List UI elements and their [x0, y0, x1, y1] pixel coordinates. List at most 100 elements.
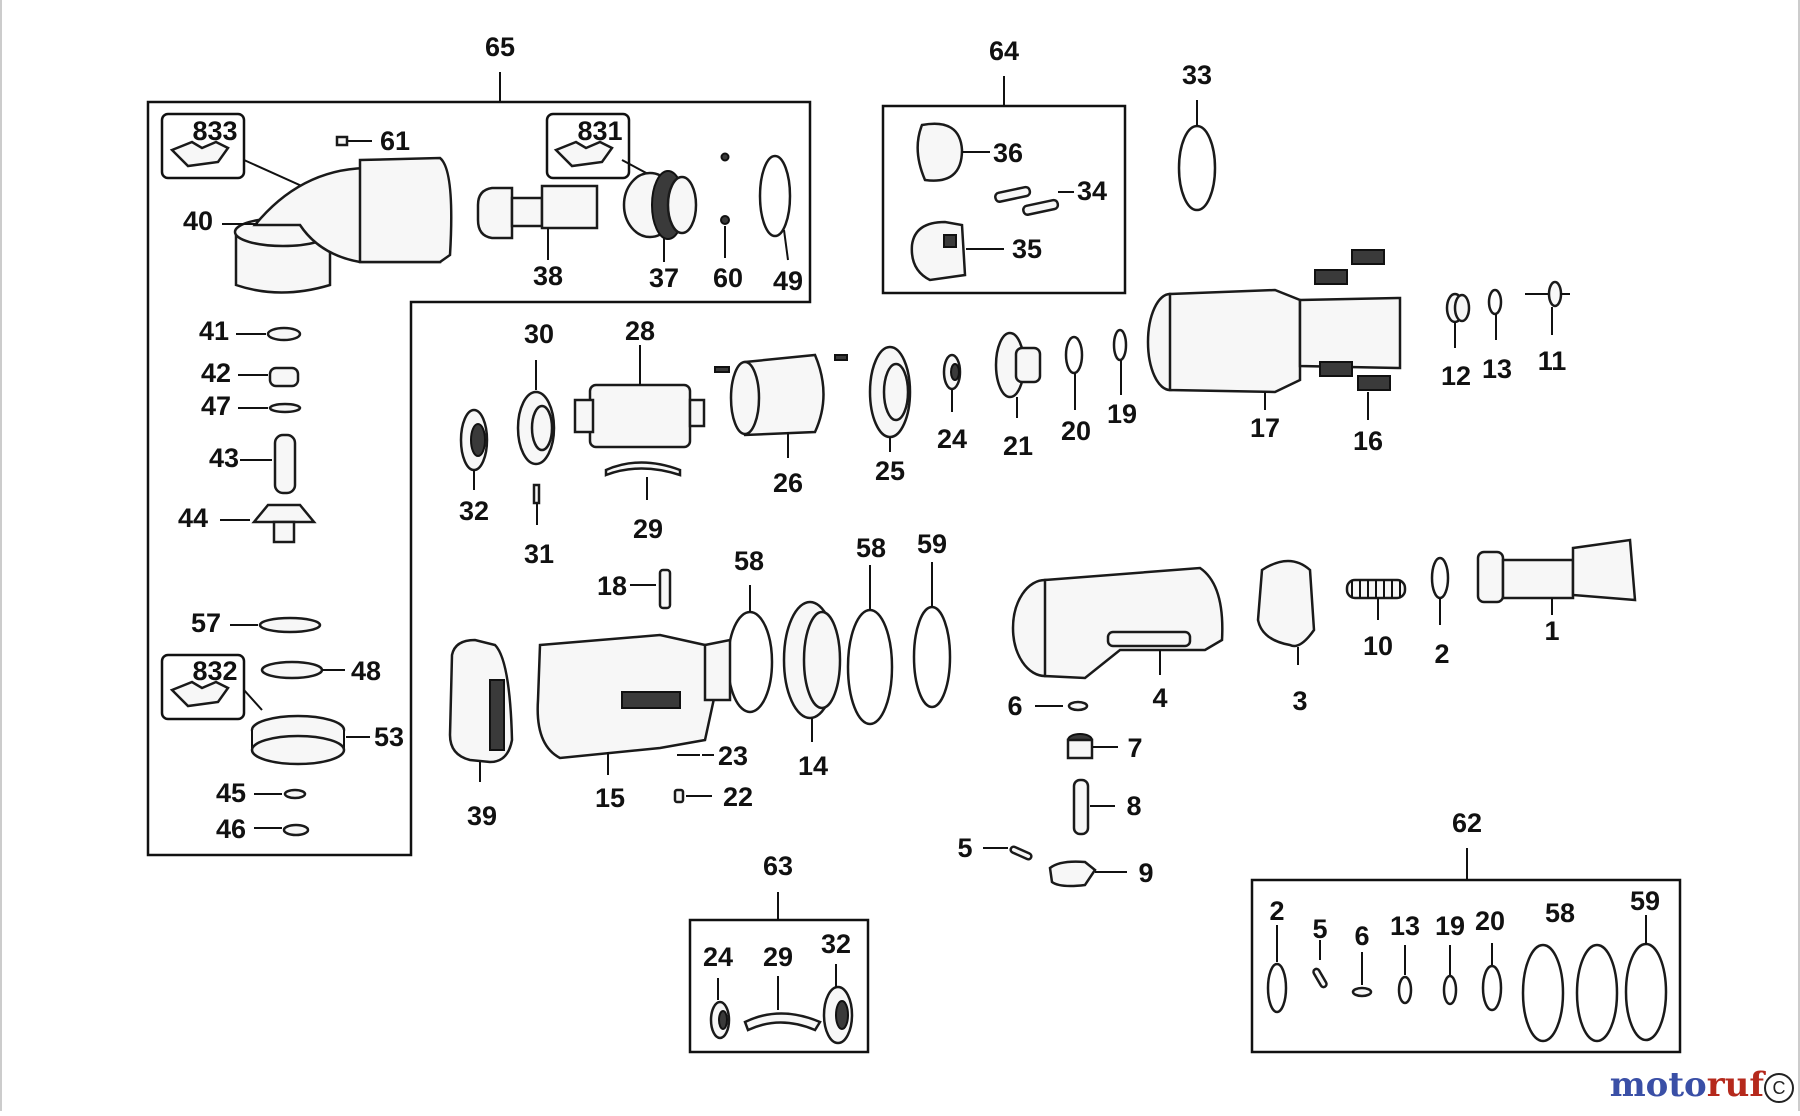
bearing-housing-part — [622, 170, 698, 240]
part-label: 5 — [957, 833, 972, 863]
part-label: 3 — [1292, 686, 1307, 716]
clip-icon — [169, 140, 230, 168]
kit-label: 64 — [989, 36, 1019, 66]
part-label: 35 — [1012, 234, 1042, 264]
watermark-logo: motoruf — [1609, 1065, 1764, 1105]
o-ring-part — [1112, 328, 1128, 362]
part-label: 38 — [533, 261, 563, 291]
part-label: 28 — [625, 316, 655, 346]
rear-plate-part — [994, 331, 1042, 399]
kit-label: 62 — [1452, 808, 1482, 838]
ball-part — [720, 152, 730, 162]
part-label: 1 — [1544, 616, 1559, 646]
inlet-part — [1476, 538, 1637, 604]
kit-62-box — [1250, 878, 1682, 1054]
cylinder-part — [729, 353, 825, 437]
part-label: 58 — [856, 533, 886, 563]
part-label: 26 — [773, 468, 803, 498]
part-label: 59 — [917, 529, 947, 559]
spring-part — [1445, 292, 1471, 324]
spindle-part — [476, 184, 599, 240]
o-ring-part — [1177, 124, 1217, 212]
clutch-part — [916, 122, 964, 182]
screw-part — [1357, 375, 1391, 391]
plate-part — [258, 616, 322, 634]
o-ring-part — [846, 608, 894, 726]
screw-part — [1319, 361, 1353, 377]
washer-part — [266, 326, 302, 342]
guard-flange-part — [250, 714, 346, 766]
valve-part — [1066, 733, 1094, 760]
ball-part — [720, 215, 730, 225]
part-label: 6 — [1354, 921, 1369, 951]
part-label: 11 — [1538, 346, 1567, 376]
bearing-part — [709, 1000, 731, 1040]
part-label: 18 — [597, 571, 627, 601]
rear-cap-part — [1256, 559, 1316, 648]
part-label: 42 — [201, 358, 231, 388]
part-label: 13 — [1390, 911, 1420, 941]
part-label: 45 — [216, 778, 246, 808]
part-label: 49 — [773, 266, 803, 296]
part-label: 32 — [459, 496, 489, 526]
pin-part — [994, 185, 1032, 203]
o-ring-part — [1430, 556, 1450, 600]
part-label: 29 — [633, 514, 663, 544]
part-label: 24 — [937, 424, 967, 454]
bearing-part — [822, 985, 854, 1045]
part-label: 12 — [1441, 361, 1471, 391]
washer-part — [260, 660, 324, 680]
kit-65-box — [146, 100, 812, 857]
clip-icon — [553, 140, 614, 168]
shaft-part — [273, 433, 297, 495]
part-label: 59 — [1630, 886, 1660, 916]
part-label: 16 — [1353, 426, 1383, 456]
circlip-part — [758, 154, 792, 238]
kit-label: 63 — [763, 851, 793, 881]
part-label: 13 — [1482, 354, 1512, 384]
part-label: 21 — [1003, 431, 1033, 461]
o-ring-part — [1521, 943, 1565, 1043]
part-label: 2 — [1269, 896, 1284, 926]
ring-part — [283, 788, 307, 800]
o-ring-part — [912, 605, 952, 709]
part-label: 29 — [763, 942, 793, 972]
part-label: 8 — [1126, 791, 1141, 821]
part-label: 58 — [1545, 898, 1575, 928]
subkit-831-box — [545, 112, 631, 180]
screw-part — [1351, 249, 1385, 265]
push-rod-part — [1072, 778, 1090, 836]
pin-part — [658, 568, 672, 610]
washer-part — [1351, 986, 1373, 998]
o-ring-part — [1397, 975, 1413, 1005]
part-label: 20 — [1061, 416, 1091, 446]
copyright-icon: C — [1764, 1073, 1794, 1103]
part-label: 7 — [1127, 733, 1142, 763]
o-ring-part — [1481, 964, 1503, 1012]
o-ring-part — [726, 610, 774, 714]
pin-part — [532, 483, 541, 505]
subkit-label: 832 — [192, 656, 237, 686]
part-label: 37 — [649, 263, 679, 293]
bearing-part — [268, 366, 300, 388]
part-label: 19 — [1107, 399, 1137, 429]
part-label: 53 — [374, 722, 404, 752]
part-label: 14 — [798, 751, 828, 781]
part-label: 39 — [467, 801, 497, 831]
o-ring-part — [1064, 335, 1084, 375]
part-label: 9 — [1138, 858, 1153, 888]
clutch-cage-part — [910, 220, 967, 282]
part-label: 31 — [524, 539, 554, 569]
o-ring-part — [1487, 288, 1503, 316]
screw-part — [673, 788, 685, 804]
part-label: 36 — [993, 138, 1023, 168]
subkit-832-box — [160, 653, 246, 721]
part-label: 30 — [524, 319, 554, 349]
part-label: 46 — [216, 814, 246, 844]
subkit-label: 833 — [192, 116, 237, 146]
part-label: 32 — [821, 929, 851, 959]
handle-housing-part — [1011, 566, 1224, 680]
part-label: 10 — [1363, 631, 1393, 661]
